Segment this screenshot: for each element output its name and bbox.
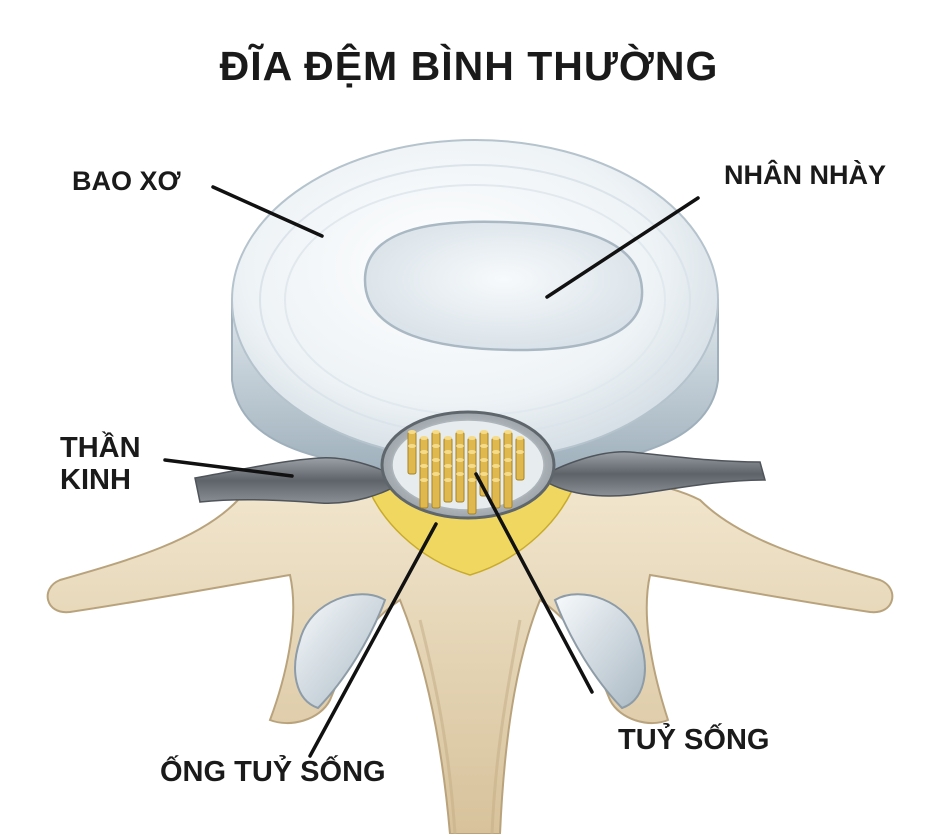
vertebra-bone <box>46 468 894 834</box>
diagram-title: ĐĨA ĐỆM BÌNH THƯỜNG <box>219 43 719 89</box>
nerve-rootlet-cap <box>420 436 428 440</box>
nerve-rootlet-cap <box>432 430 440 434</box>
nerve-rootlet-cap <box>480 430 488 434</box>
nerve-rootlet-cap <box>468 464 476 468</box>
nerve-rootlet-cap <box>468 478 476 482</box>
nerve-rootlet <box>455 473 465 503</box>
nerve-rootlet <box>407 445 417 475</box>
nerve-rootlet-cap <box>492 464 500 468</box>
label-nerve: THẦN KINH <box>60 432 141 497</box>
nerve-rootlet-cap <box>444 478 452 482</box>
nerve-rootlet-cap <box>456 444 464 448</box>
nerve-rootlet-cap <box>432 444 440 448</box>
nerve-rootlet-cap <box>444 450 452 454</box>
nerve-rootlet-cap <box>492 436 500 440</box>
nerve-rootlet <box>431 473 441 509</box>
nerve-rootlet-cap <box>468 450 476 454</box>
nerve-rootlet-cap <box>516 450 524 454</box>
leader-spinal-canal <box>308 522 438 758</box>
nerve-rootlet-cap <box>468 436 476 440</box>
nerve-rootlet-cap <box>456 430 464 434</box>
nerve-rootlet-cap <box>420 450 428 454</box>
nerve-rootlet-cap <box>492 478 500 482</box>
leader-nerve <box>163 458 294 478</box>
nerve-rootlet <box>467 479 477 515</box>
leader-nucleus <box>545 196 700 299</box>
nerve-rootlet-cap <box>456 458 464 462</box>
label-nerve-line1: THẦN <box>60 432 141 464</box>
nerve-rootlet-cap <box>504 430 512 434</box>
nerve-rootlet-cap <box>432 458 440 462</box>
nerve-rootlet-cap <box>492 450 500 454</box>
label-nerve-line2: KINH <box>60 464 131 497</box>
nerve-rootlet-cap <box>408 444 416 448</box>
nerve-rootlet-cap <box>504 472 512 476</box>
facet-joints <box>294 593 646 710</box>
nerve-rootlet-cap <box>444 464 452 468</box>
nerve-rootlet-cap <box>480 472 488 476</box>
nerve-rootlet-cap <box>504 444 512 448</box>
nerve-rootlet-cap <box>480 444 488 448</box>
nerve-rootlet-cap <box>516 436 524 440</box>
label-spinal-cord: TUỶ SỐNG <box>618 724 770 756</box>
nerve-rootlet-cap <box>432 472 440 476</box>
leader-lines <box>163 185 700 758</box>
nerve-rootlet-cap <box>444 436 452 440</box>
leader-spinal-cord <box>474 472 594 694</box>
nerve-rootlet-cap <box>408 430 416 434</box>
label-nucleus: NHÂN NHÀY <box>724 160 886 190</box>
label-annulus: BAO XƠ <box>72 166 181 196</box>
nucleus-pulposus <box>363 220 644 352</box>
nerve-rootlet-cap <box>504 458 512 462</box>
nerve-rootlet <box>419 479 429 509</box>
nerve-rootlet-cap <box>480 458 488 462</box>
nerve-rootlet-cap <box>420 464 428 468</box>
nerve-rootlet <box>503 473 513 509</box>
nerve-rootlet-cap <box>420 478 428 482</box>
nerve-rootlet <box>443 479 453 503</box>
leader-annulus <box>211 185 324 238</box>
nerve-rootlet <box>515 451 525 481</box>
nerve-rootlet-cap <box>456 472 464 476</box>
label-spinal-canal: ỐNG TUỶ SỐNG <box>160 756 386 788</box>
